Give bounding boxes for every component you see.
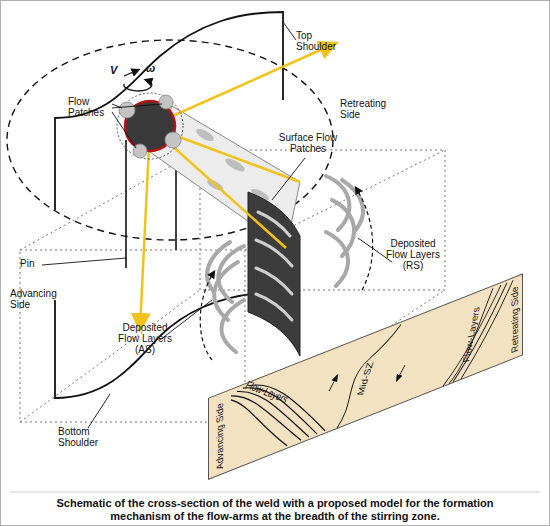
flow-layer-line [231,368,301,468]
part-label: Pin [20,258,45,269]
flow-layer-line [461,280,513,379]
flow-arrow [397,365,405,380]
part-label: ω [146,62,160,74]
figure-caption: Schematic of the cross-section of the we… [45,497,505,523]
part-label: Bottom Shoulder [58,426,108,448]
flow-layer-line [243,359,317,463]
part-label: Flow Patches [68,96,113,118]
flow-layer-line [443,285,501,386]
panel-text: Mid-SZ [355,362,376,395]
panel-text: Advancing Side [214,401,225,471]
part-label: Retreating Side [340,98,400,120]
panel-text: Flow-Layers [460,306,482,363]
flow-layer-line [337,325,401,428]
flow-arrow [329,376,337,391]
part-label: Surface Flow Patches [276,132,340,154]
flow-layer-line [449,288,493,383]
flow-layer-line [237,363,309,466]
flow-layer-line [453,283,507,382]
part-label: V [110,64,124,76]
panel-text: Retreating Side [509,285,520,355]
part-label: Top Shoulder [296,30,348,52]
flow-layer-line [249,356,325,461]
part-label: Advancing Side [10,288,65,310]
part-label: Deposited Flow Layers (AS) [116,322,174,356]
part-label: Deposited Flow Layers (RS) [384,238,442,272]
